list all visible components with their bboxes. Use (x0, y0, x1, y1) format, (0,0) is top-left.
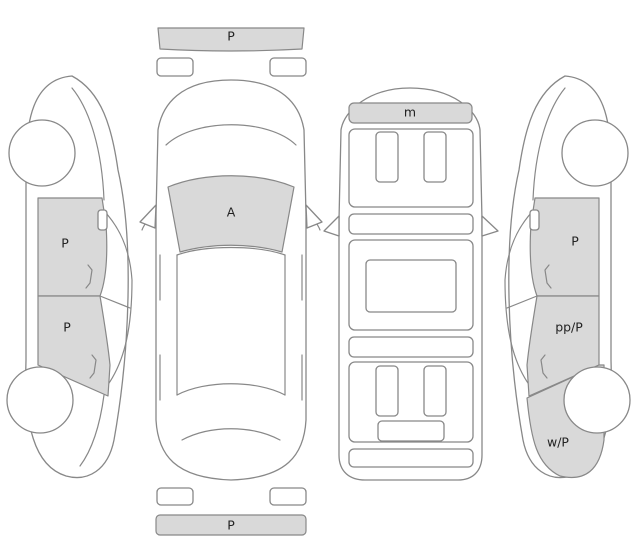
left-mirror[interactable] (97, 209, 108, 231)
right-rear-quarter-label: w/P (547, 435, 569, 450)
front-bumper-panel[interactable]: P (157, 27, 305, 52)
front-right-headlight[interactable] (269, 57, 307, 77)
right-rear-door-label: pp/P (555, 320, 583, 335)
right-rear-wheel[interactable] (563, 366, 631, 434)
top-right-mirror[interactable] (305, 204, 323, 229)
right-front-door-label: P (571, 234, 579, 249)
left-b-pillar (99, 295, 131, 309)
rear-bumper-label: P (227, 518, 235, 533)
rear-bumper-panel[interactable]: P (155, 514, 307, 536)
left-rear-door-label: P (63, 320, 71, 335)
right-mirror[interactable] (529, 209, 540, 231)
top-view (141, 79, 321, 481)
left-front-door-handle-icon (85, 264, 93, 289)
windshield-label: A (227, 205, 236, 220)
right-front-door-panel[interactable]: P (529, 197, 600, 297)
roof-front-label: m (404, 105, 416, 120)
right-front-door-handle-icon (544, 264, 552, 289)
right-b-pillar (506, 295, 538, 309)
right-front-wheel[interactable] (561, 119, 629, 187)
front-left-headlight[interactable] (156, 57, 194, 77)
interior-view (323, 87, 499, 481)
left-rear-wheel[interactable] (6, 366, 74, 434)
right-rear-door-handle-icon (540, 354, 548, 379)
rear-left-taillight[interactable] (156, 487, 194, 506)
left-front-door-panel[interactable]: P (37, 197, 108, 297)
top-left-mirror[interactable] (139, 204, 157, 229)
front-bumper-label: P (227, 29, 235, 44)
roof-front-panel[interactable]: m (348, 102, 473, 124)
left-rear-door-handle-icon (89, 354, 97, 379)
windshield-panel[interactable]: A (167, 175, 295, 253)
left-front-door-label: P (61, 236, 69, 251)
left-front-wheel[interactable] (8, 119, 76, 187)
rear-right-taillight[interactable] (269, 487, 307, 506)
